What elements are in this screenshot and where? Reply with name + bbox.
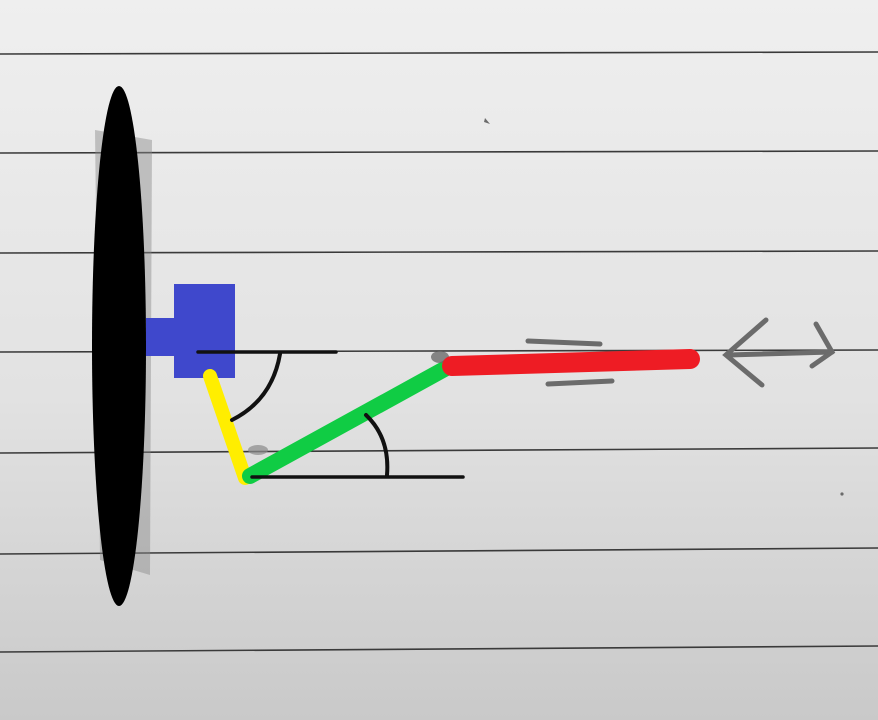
mount-stem: [146, 318, 176, 356]
angle-arc: [230, 352, 282, 422]
red-link: [442, 349, 700, 376]
joint-smudge: [248, 445, 268, 455]
equals-sign: [525, 338, 615, 387]
pencil-mark: [840, 492, 844, 496]
ruled-line: [0, 547, 878, 555]
ruled-line: [0, 51, 878, 55]
ruled-line: [0, 447, 878, 454]
wall-ellipse: [92, 86, 146, 606]
equals-stroke: [545, 378, 615, 387]
green-link: [242, 358, 458, 484]
arrow-shaft: [725, 349, 835, 358]
equals-stroke: [525, 338, 603, 347]
arrow-left-head: [722, 317, 769, 388]
angle-marker-2: [250, 413, 465, 479]
blue-mount: [146, 284, 235, 378]
arrow-right-head: [809, 321, 836, 369]
ruled-line: [0, 645, 878, 653]
yellow-link: [203, 369, 252, 485]
angle-marker-1: [196, 350, 338, 422]
angle-arc: [364, 413, 390, 477]
pencil-mark: [484, 118, 490, 124]
ruled-line: [0, 150, 878, 154]
ruled-line: [0, 250, 878, 254]
mount-block: [174, 284, 235, 378]
double-arrow: [722, 317, 836, 388]
